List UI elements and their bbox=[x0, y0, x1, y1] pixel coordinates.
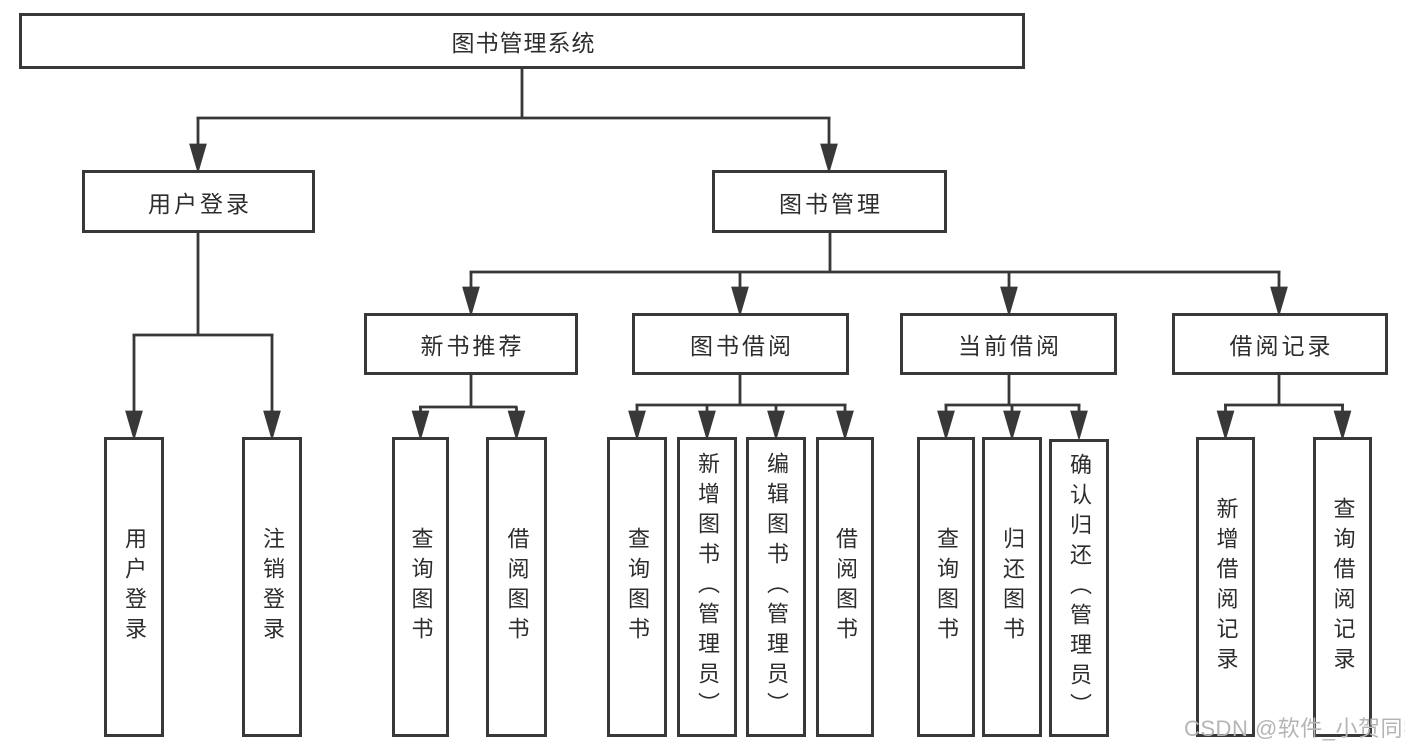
leaf-return-books: 归还图书 bbox=[982, 437, 1042, 737]
node-borrow-records: 借阅记录 bbox=[1172, 313, 1388, 375]
node-new-book-recommend: 新书推荐 bbox=[364, 313, 578, 375]
connector-book-management bbox=[462, 233, 1288, 317]
leaf-user-login: 用户登录 bbox=[104, 437, 164, 737]
node-book-management: 图书管理 bbox=[712, 170, 947, 233]
leaf-user-login-label: 用户登录 bbox=[122, 527, 147, 647]
leaf-confirm-return-admin: 确认归还（管理员） bbox=[1049, 439, 1109, 737]
leaf-query-books-1: 查询图书 bbox=[392, 437, 449, 737]
leaf-edit-book-admin: 编辑图书（管理员） bbox=[746, 437, 806, 737]
node-book-borrow: 图书借阅 bbox=[632, 313, 849, 375]
leaf-logout-label: 注销登录 bbox=[260, 527, 285, 647]
node-library-system: 图书管理系统 bbox=[19, 13, 1025, 69]
leaf-query-books-3-label: 查询图书 bbox=[934, 527, 959, 647]
node-new-book-recommend-label: 新书推荐 bbox=[420, 333, 525, 359]
leaf-query-books-2-label: 查询图书 bbox=[625, 527, 650, 647]
leaf-borrow-books-1-label: 借阅图书 bbox=[504, 527, 530, 647]
leaf-return-books-label: 归还图书 bbox=[1000, 527, 1025, 647]
node-user-login-label: 用户登录 bbox=[148, 190, 252, 217]
leaf-edit-book-admin-label: 编辑图书（管理员） bbox=[764, 452, 789, 722]
leaf-query-books-1-label: 查询图书 bbox=[408, 527, 434, 647]
leaf-borrow-books-1: 借阅图书 bbox=[486, 437, 547, 737]
leaf-add-borrow-record: 新增借阅记录 bbox=[1196, 437, 1255, 737]
node-current-borrow: 当前借阅 bbox=[900, 313, 1117, 375]
leaf-borrow-books-2: 借阅图书 bbox=[816, 437, 874, 737]
node-borrow-records-label: 借阅记录 bbox=[1229, 333, 1334, 359]
leaf-logout: 注销登录 bbox=[242, 437, 302, 737]
leaf-add-book-admin: 新增图书（管理员） bbox=[677, 437, 737, 737]
node-library-system-label: 图书管理系统 bbox=[451, 30, 596, 56]
connector-user-login bbox=[125, 233, 281, 441]
leaf-query-borrow-record: 查询借阅记录 bbox=[1313, 437, 1372, 737]
connector-root bbox=[189, 68, 838, 174]
csdn-watermark: CSDN @软件_小贺同学 bbox=[1184, 716, 1405, 741]
leaf-query-books-3: 查询图书 bbox=[917, 437, 975, 737]
connector-book-borrow bbox=[628, 375, 854, 441]
leaf-confirm-return-admin-label: 确认归还（管理员） bbox=[1067, 453, 1092, 723]
connector-borrow-records bbox=[1216, 375, 1352, 441]
connector-current-borrow bbox=[937, 375, 1088, 441]
node-book-management-label: 图书管理 bbox=[779, 190, 883, 217]
leaf-add-borrow-record-label: 新增借阅记录 bbox=[1213, 497, 1239, 677]
leaf-borrow-books-2-label: 借阅图书 bbox=[833, 527, 858, 647]
node-current-borrow-label: 当前借阅 bbox=[958, 333, 1062, 359]
connector-new-book-recommend bbox=[411, 375, 526, 441]
leaf-query-books-2: 查询图书 bbox=[607, 437, 667, 737]
node-user-login: 用户登录 bbox=[82, 170, 315, 233]
node-book-borrow-label: 图书借阅 bbox=[690, 333, 794, 359]
leaf-query-borrow-record-label: 查询借阅记录 bbox=[1330, 497, 1356, 677]
leaf-add-book-admin-label: 新增图书（管理员） bbox=[695, 452, 720, 722]
